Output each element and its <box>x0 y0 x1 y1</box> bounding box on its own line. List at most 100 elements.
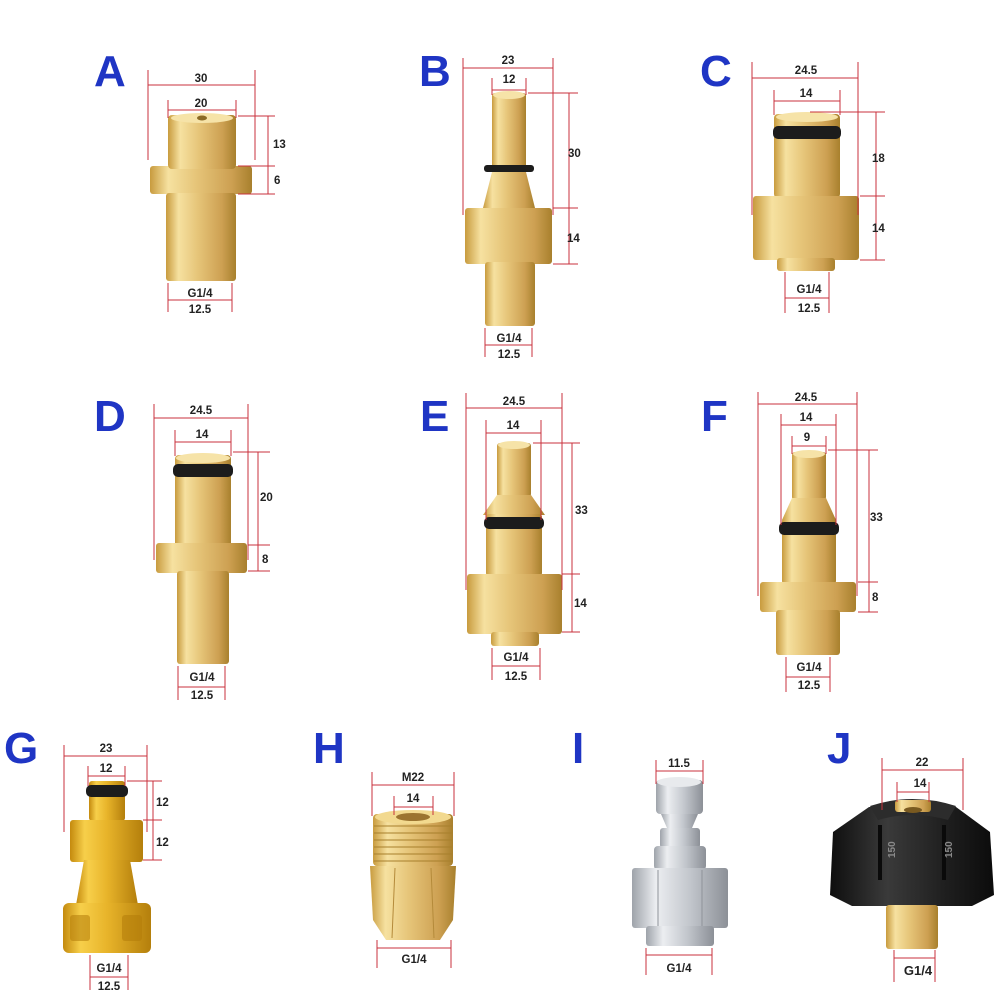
fitting-e-dimension-lines <box>465 393 580 680</box>
label-j: J <box>827 724 852 773</box>
fitting-g-dim-bottom: 12.5 <box>98 981 121 993</box>
label-h: H <box>313 724 345 773</box>
fitting-i-collar <box>654 846 706 870</box>
fitting-j-cap-text-left: 150 <box>887 841 898 858</box>
fitting-j-body <box>886 905 938 949</box>
fitting-j-nozzle <box>895 800 931 812</box>
fitting-c-dim-right-upper: 18 <box>872 153 885 165</box>
fitting-f-body <box>776 610 840 655</box>
fitting-b-dimension-lines <box>462 58 578 357</box>
fitting-i-dim-thread: G1/4 <box>667 963 693 975</box>
fitting-c-o-ring <box>773 126 841 139</box>
fitting-f-dim-top-middle: 14 <box>800 412 813 424</box>
fitting-g-dim-top-outer: 23 <box>100 743 113 755</box>
fitting-e-hex <box>467 574 562 634</box>
fitting-g-dim-right-upper: 12 <box>156 797 169 809</box>
fitting-b-hex <box>465 208 552 264</box>
fitting-f: 24.5 14 9 33 8 G1/4 12.5 <box>757 392 883 692</box>
fitting-d-dim-right-upper: 20 <box>260 492 273 504</box>
fitting-c-dim-top-outer: 24.5 <box>795 65 818 77</box>
label-g: G <box>4 724 39 773</box>
fitting-f-dim-right-upper: 33 <box>870 512 883 524</box>
fitting-a-dim-top-outer: 30 <box>195 73 208 85</box>
fitting-j-cap-text-right: 150 <box>944 841 955 858</box>
fitting-j: 150 150 22 14 G1/4 <box>830 757 994 982</box>
fitting-b-nozzle <box>492 93 526 173</box>
fitting-d-o-ring <box>173 464 233 477</box>
fitting-i-groove <box>660 828 700 848</box>
fitting-a-body <box>166 193 236 281</box>
fitting-g: 23 12 12 12 G1/4 12.5 <box>63 743 169 993</box>
fitting-i-tip <box>656 780 703 814</box>
fitting-g-dim-right-lower: 12 <box>156 837 169 849</box>
fitting-h-dimension-lines <box>371 772 455 968</box>
fitting-j-cap <box>830 807 994 906</box>
label-b: B <box>419 47 451 96</box>
fitting-e-dim-bottom: 12.5 <box>505 671 528 683</box>
fitting-b-body <box>485 262 535 326</box>
fitting-e-dim-top-inner: 14 <box>507 420 520 432</box>
label-c: C <box>700 47 732 96</box>
fitting-h-dim-thread: G1/4 <box>402 954 428 966</box>
fitting-e-nozzle <box>497 443 531 497</box>
fitting-b-dim-right-upper: 30 <box>568 148 581 160</box>
fitting-c-hex <box>753 196 859 260</box>
fitting-c-dim-bottom: 12.5 <box>798 303 821 315</box>
fitting-f-dim-bottom: 12.5 <box>798 680 821 692</box>
fitting-j-dim-top-inner: 14 <box>914 778 927 790</box>
fitting-e: 24.5 14 33 14 G1/4 12.5 <box>465 393 588 683</box>
fitting-c-dimension-lines <box>751 62 885 313</box>
fitting-a: 30 20 13 6 G1/4 12.5 <box>147 70 286 316</box>
label-e: E <box>420 392 450 441</box>
fitting-d-head <box>175 455 231 547</box>
fitting-b-o-ring <box>484 165 534 172</box>
fitting-j-dim-thread: G1/4 <box>904 963 933 978</box>
fitting-e-dim-right-upper: 33 <box>575 505 588 517</box>
fitting-f-dim-top-outer: 24.5 <box>795 392 818 404</box>
fitting-b-dim-bottom: 12.5 <box>498 349 521 361</box>
fitting-h-dim-top-outer: M22 <box>402 772 424 784</box>
fitting-e-dim-thread: G1/4 <box>504 652 530 664</box>
fitting-b-dim-thread: G1/4 <box>497 333 523 345</box>
fitting-a-dim-right-lower: 6 <box>274 175 280 187</box>
fitting-g-dimension-lines <box>63 745 162 990</box>
fitting-g-dim-top-inner: 12 <box>100 763 113 775</box>
fitting-a-dimension-lines <box>147 70 275 312</box>
fitting-b: 23 12 30 14 G1/4 12.5 <box>462 55 581 361</box>
fitting-b-dim-right-lower: 14 <box>567 233 580 245</box>
fitting-d: 24.5 14 20 8 G1/4 12.5 <box>153 404 273 702</box>
fitting-a-dim-bottom: 12.5 <box>189 304 212 316</box>
fitting-d-dimension-lines <box>153 404 270 700</box>
fitting-h: M22 14 G1/4 <box>370 772 456 968</box>
fitting-d-hex <box>156 543 247 573</box>
fitting-d-dim-thread: G1/4 <box>190 672 216 684</box>
fitting-a-hex <box>150 166 252 194</box>
fitting-i-dim-top-outer: 11.5 <box>668 758 690 770</box>
fitting-i-body <box>646 926 714 946</box>
fitting-d-body <box>177 571 229 664</box>
fitting-f-dim-thread: G1/4 <box>797 662 823 674</box>
fitting-g-o-ring <box>86 785 128 797</box>
label-f: F <box>701 392 728 441</box>
fitting-i-dimension-lines <box>645 760 713 975</box>
fitting-c-dim-thread: G1/4 <box>797 284 823 296</box>
fitting-h-hex <box>370 866 456 940</box>
label-a: A <box>94 47 126 96</box>
fitting-c: 24.5 14 18 14 G1/4 12.5 <box>751 62 885 315</box>
fitting-f-hex <box>760 582 856 612</box>
label-i: I <box>572 724 585 773</box>
fitting-c-body <box>777 258 835 271</box>
fitting-f-o-ring <box>779 522 839 535</box>
fitting-h-dim-top-inner: 14 <box>407 793 420 805</box>
fitting-b-dim-top-outer: 23 <box>502 55 515 67</box>
fitting-g-body <box>76 860 138 905</box>
fitting-b-dim-top-inner: 12 <box>503 74 516 86</box>
label-d: D <box>94 392 126 441</box>
fitting-a-dim-right-upper: 13 <box>273 139 286 151</box>
fitting-e-dim-top-outer: 24.5 <box>503 396 526 408</box>
fitting-e-shank <box>486 514 542 576</box>
fitting-a-dim-thread: G1/4 <box>188 288 214 300</box>
fitting-a-bore <box>197 115 207 121</box>
fitting-f-dim-top-inner: 9 <box>804 432 810 444</box>
